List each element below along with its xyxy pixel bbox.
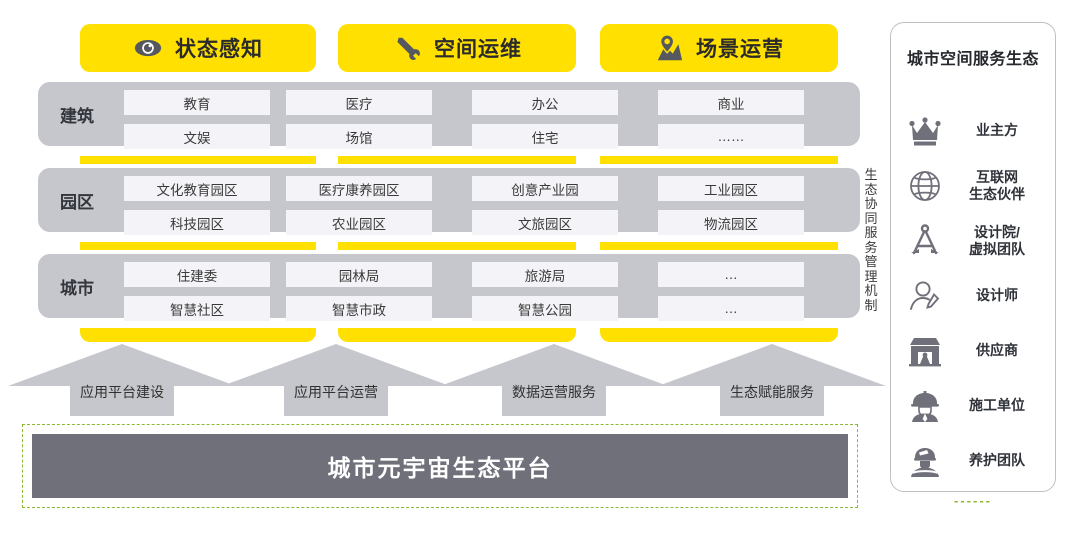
cell-item[interactable]: 智慧市政 [286,296,432,321]
row-band-building: 建筑 教育 医疗 办公 商业 文娱 场馆 住宅 …… [38,82,860,149]
service-arrow-data-ops[interactable]: 数据运营服务 [440,344,668,416]
cell-item[interactable]: 科技园区 [124,210,270,235]
mechanism-char: 务 [864,239,878,255]
eco-label: 互联网生态伙伴 [969,168,1025,202]
tab-label: 状态感知 [175,38,263,61]
mechanism-char: 同 [864,210,878,226]
service-label: 生态赋能服务 [730,384,814,400]
connector-bar [80,156,316,164]
cell-item[interactable]: 教育 [124,90,270,115]
connector-bar [600,156,838,164]
cell-item[interactable]: 工业园区 [658,176,804,201]
cell-item[interactable]: … [658,296,804,321]
service-label: 应用平台运营 [294,384,378,400]
cell-item[interactable]: 商业 [658,90,804,115]
eco-item-contractor[interactable]: 施工单位 [891,378,1055,433]
eco-label: 业主方 [976,122,1018,138]
globe-icon [907,168,943,204]
tab-space-ops[interactable]: 空间运维 [338,24,576,72]
worker-helmet-icon [907,388,943,424]
eco-label: 设计院/虚拟团队 [969,223,1025,257]
tab-label: 空间运维 [434,38,522,61]
compass-icon [907,223,943,259]
mechanism-char: 服 [864,225,878,240]
tab-scene-operation[interactable]: 场景运营 [600,24,838,72]
row-band-park: 园区 文化教育园区 医疗康养园区 创意产业园 工业园区 科技园区 农业园区 文旅… [38,168,860,235]
connector-bar [338,156,576,164]
service-label: 数据运营服务 [512,384,596,400]
ecosystem-list: 业主方 互联网生态伙伴 [891,103,1055,488]
eco-item-designer[interactable]: 设计师 [891,268,1055,323]
tab-status-awareness[interactable]: 状态感知 [80,24,316,72]
connector-bar [80,242,316,250]
eco-label: 设计师 [976,287,1018,303]
shop-icon [907,333,943,369]
connector-cap [600,328,838,342]
service-arrow-app-ops[interactable]: 应用平台运营 [222,344,450,416]
cell-item[interactable]: 智慧公园 [472,296,618,321]
cell-item[interactable]: 文娱 [124,124,270,149]
cell-item[interactable]: 智慧社区 [124,296,270,321]
platform-dashed-border [22,424,858,508]
eco-item-owner[interactable]: 业主方 [891,103,1055,158]
panel-more-dots: ------ [954,493,992,508]
cell-item[interactable]: 场馆 [286,124,432,149]
tab-label: 场景运营 [696,38,784,61]
cell-item[interactable]: 创意产业园 [472,176,618,201]
connector-bar [600,242,838,250]
cell-item[interactable]: 文化教育园区 [124,176,270,201]
mechanism-char: 制 [864,297,878,313]
cell-item[interactable]: …… [658,124,804,149]
wrench-screwdriver-icon [392,33,422,63]
ecosystem-panel: 城市空间服务生态 业主方 [890,22,1056,508]
eco-item-supplier[interactable]: 供应商 [891,323,1055,378]
service-arrow-app-build[interactable]: 应用平台建设 [8,344,236,416]
cell-item[interactable]: 医疗康养园区 [286,176,432,201]
cell-item[interactable]: 住宅 [472,124,618,149]
mechanism-char: 机 [864,283,878,298]
cell-item[interactable]: 农业园区 [286,210,432,235]
row-band-city: 城市 住建委 园林局 旅游局 … 智慧社区 智慧市政 智慧公园 … [38,254,860,321]
eco-item-design-institute[interactable]: 设计院/虚拟团队 [891,213,1055,268]
row-label: 城市 [60,278,94,298]
platform-bar[interactable]: 城市元宇宙生态平台 [32,434,848,498]
mechanism-char: 协 [864,196,878,211]
platform-label: 城市元宇宙生态平台 [327,455,553,481]
maintenance-worker-icon [907,443,943,479]
eco-item-internet-partner[interactable]: 互联网生态伙伴 [891,158,1055,213]
connector-bar [338,242,576,250]
mechanism-vertical-text: 生 态 协 同 服 务 管 理 机 制 [862,167,880,313]
row-label: 园区 [60,192,94,212]
mechanism-char: 理 [864,268,878,284]
eco-label: 供应商 [976,342,1018,358]
connector-cap [80,328,316,342]
cell-item[interactable]: 医疗 [286,90,432,115]
service-label: 应用平台建设 [80,384,164,400]
person-pen-icon [907,278,943,314]
map-pin-icon [654,33,684,63]
cell-item[interactable]: 旅游局 [472,262,618,287]
cell-item[interactable]: 办公 [472,90,618,115]
cell-item[interactable]: 园林局 [286,262,432,287]
mechanism-char: 生 [864,167,878,182]
eco-item-maintenance-team[interactable]: 养护团队 [891,433,1055,488]
mechanism-char: 管 [864,254,878,269]
eye-icon [133,33,163,63]
cell-item[interactable]: 文旅园区 [472,210,618,235]
mechanism-char: 态 [864,181,878,197]
cell-item[interactable]: … [658,262,804,287]
panel-title: 城市空间服务生态 [906,51,1039,68]
row-label: 建筑 [60,106,94,126]
eco-label: 养护团队 [969,452,1025,468]
cell-item[interactable]: 住建委 [124,262,270,287]
cell-item[interactable]: 物流园区 [658,210,804,235]
crown-icon [907,113,943,149]
service-arrow-eco-enable[interactable]: 生态赋能服务 [658,344,886,416]
eco-label: 施工单位 [969,397,1025,413]
connector-cap [338,328,576,342]
